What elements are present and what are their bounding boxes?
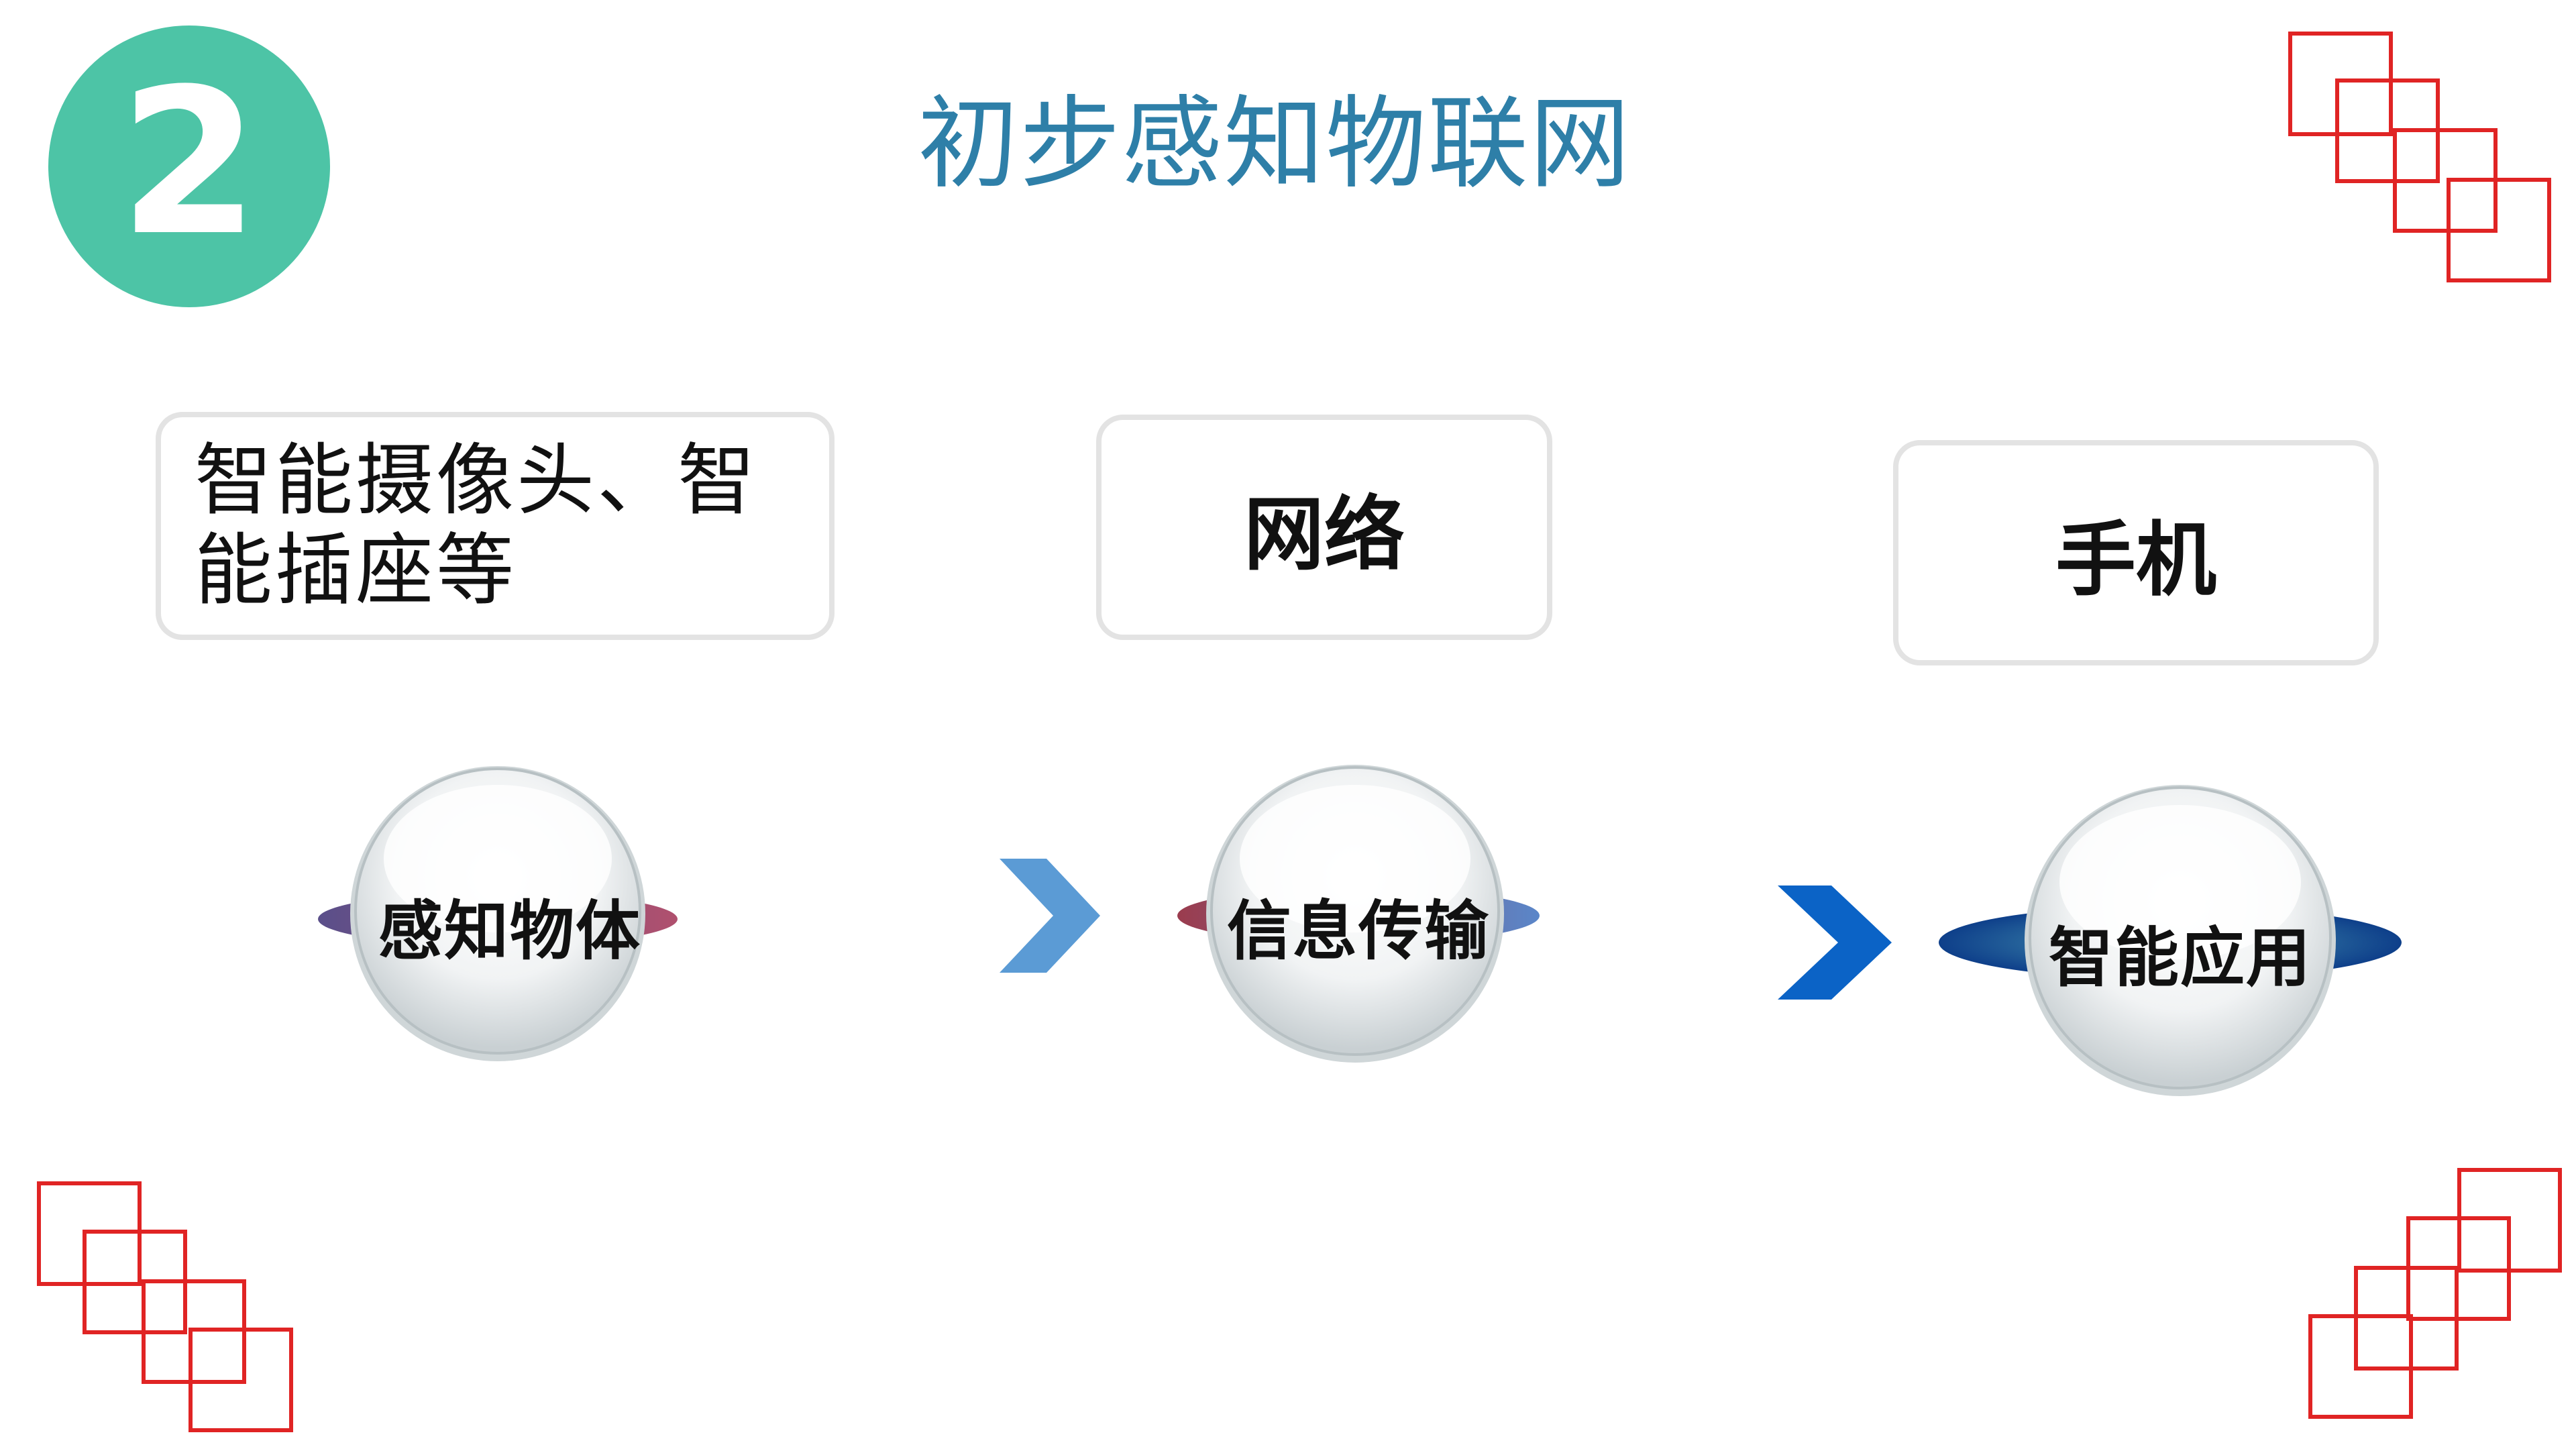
chevron-right-icon: [1000, 859, 1100, 973]
overlapping-squares-icon: [2308, 1167, 2576, 1422]
phone-box-text: 手机: [2055, 514, 2216, 607]
overlapping-squares-icon: [36, 1181, 305, 1436]
section-number-badge: 2: [48, 25, 330, 307]
devices-box-text: 智能摄像头、智能插座等: [195, 435, 758, 616]
phone-box: 手机: [1893, 440, 2379, 665]
network-box: 网络: [1096, 415, 1552, 640]
devices-box: 智能摄像头、智能插座等: [156, 412, 835, 640]
overlapping-squares-icon: [2288, 31, 2556, 286]
section-number: 2: [119, 46, 260, 280]
chevron-right-icon: [1778, 885, 1892, 1000]
step-node-transfer: 信息传输: [1171, 758, 1546, 1080]
network-box-text: 网络: [1244, 488, 1405, 582]
step-label-sense: 感知物体: [378, 894, 641, 969]
step-label-apply: 智能应用: [2049, 920, 2312, 996]
step-node-apply: 智能应用: [1939, 778, 2422, 1114]
sphere-icon: [1177, 765, 1540, 1063]
sphere-icon: [318, 766, 678, 1061]
step-label-transfer: 信息传输: [1227, 894, 1490, 969]
slide-title: 初步感知物联网: [917, 86, 1631, 203]
step-node-sense: 感知物体: [318, 758, 698, 1080]
sphere-icon: [1939, 785, 2402, 1096]
